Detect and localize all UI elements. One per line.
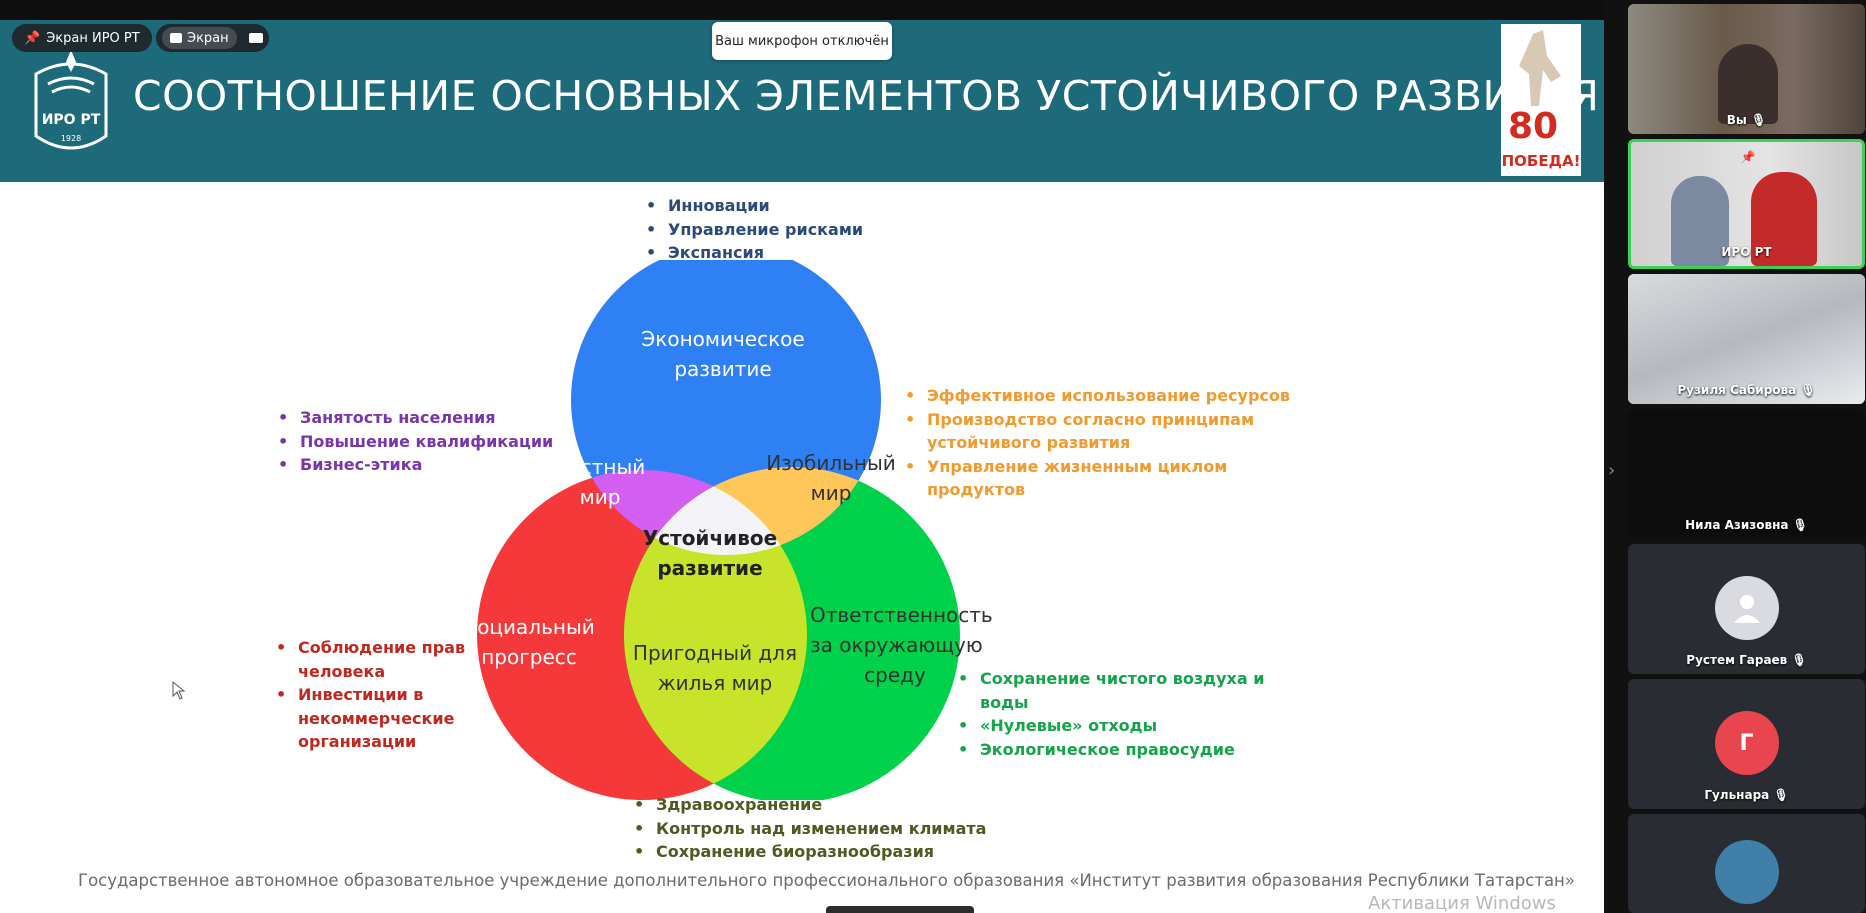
avatar-photo — [1714, 840, 1779, 904]
mouse-cursor-icon — [172, 681, 186, 700]
participant-name: Нила Азизовна 🎙 — [1685, 518, 1808, 532]
camera-icon[interactable] — [248, 33, 263, 43]
social-bullets: Соблюдение прав человека Инвестиции в не… — [276, 636, 465, 754]
pinned-screen-chip[interactable]: 📌 Экран ИРО РТ — [12, 24, 152, 52]
participant-name: Рузиля Сабирова 🎙 — [1677, 383, 1816, 397]
venn-svg — [477, 245, 960, 803]
participant-tile-you[interactable]: Вы 🎙 — [1628, 4, 1865, 134]
mic-off-icon: 🎙 — [1791, 653, 1807, 667]
iro-logo-year: 1928 — [61, 134, 81, 143]
screen-share-icon — [170, 33, 182, 43]
avatar-letter: Г — [1714, 711, 1779, 775]
pin-icon: 📌 — [24, 30, 41, 46]
top-bar — [0, 0, 1604, 20]
environment-bullets: Сохранение чистого воздуха и воды «Нулев… — [958, 667, 1264, 761]
participant-person — [1671, 176, 1729, 266]
slide-title: СООТНОШЕНИЕ ОСНОВНЫХ ЭЛЕМЕНТОВ УСТОЙЧИВО… — [133, 72, 1600, 120]
collapse-panel-icon[interactable]: › — [1608, 460, 1616, 481]
pinned-screen-label: Экран ИРО РТ — [46, 30, 140, 46]
mic-off-icon: 🎙 — [1773, 788, 1789, 802]
participant-tile-gulnara[interactable]: Г Гульнара 🎙 — [1628, 679, 1865, 809]
participant-tile-photo[interactable] — [1628, 814, 1865, 913]
iro-logo-text: ИРО РТ — [42, 112, 101, 128]
avatar-placeholder-icon — [1714, 576, 1779, 640]
victory-text: ПОБЕДА! — [1503, 152, 1579, 170]
screen-share-label: Экран — [187, 30, 229, 46]
pin-icon: 📌 — [1740, 150, 1756, 164]
participant-name: Рустем Гараев 🎙 — [1686, 653, 1807, 667]
mic-off-icon: 🎙 — [1750, 113, 1767, 127]
participant-person — [1718, 44, 1778, 124]
windows-activation-watermark: Активация Windows — [1368, 893, 1556, 913]
participant-person — [1751, 172, 1817, 266]
participants-panel: › Вы 🎙 📌 ИРО РТ Рузиля Сабирова 🎙 Нила А… — [1604, 0, 1866, 913]
participant-tile-rustem[interactable]: Рустем Гараев 🎙 — [1628, 544, 1865, 674]
video-feed — [1628, 274, 1865, 404]
iro-logo: ИРО РТ 1928 — [26, 44, 116, 160]
slide-footer: Государственное автономное образовательн… — [78, 871, 1575, 890]
fair-world-bullets: Занятость населения Повышение квалификац… — [278, 406, 553, 477]
mic-off-icon: 🎙 — [1800, 383, 1816, 397]
victory-80-logo: 80 ПОБЕДА! — [1501, 24, 1581, 176]
economic-bullets: Инновации Управление рисками Экспансия — [646, 194, 863, 265]
participant-tile-ruzilya[interactable]: Рузиля Сабирова 🎙 — [1628, 274, 1865, 404]
mic-off-icon: 🎙 — [1792, 518, 1808, 532]
viable-world-bullets: Эффективное использование ресурсов Произ… — [905, 384, 1290, 502]
participant-name: ИРО РТ — [1721, 245, 1772, 259]
mic-muted-toast: Ваш микрофон отключён — [712, 22, 892, 60]
video-feed — [1631, 142, 1862, 266]
participant-name: Вы 🎙 — [1726, 113, 1767, 127]
victory-number: 80 — [1508, 106, 1558, 147]
shared-screen: ИРО РТ 1928 СООТНОШЕНИЕ ОСНОВНЫХ ЭЛЕМЕНТ… — [0, 0, 1604, 913]
screen-share-button[interactable]: Экран — [162, 27, 237, 49]
participant-tile-nila[interactable]: Нила Азизовна 🎙 — [1628, 409, 1865, 539]
participant-tile-iro-rt[interactable]: 📌 ИРО РТ — [1628, 139, 1865, 269]
sustainable-core-region — [624, 470, 807, 555]
livable-world-bullets: Здравоохранение Контроль над изменением … — [634, 793, 986, 864]
screen-controls: Экран — [156, 24, 269, 52]
participant-name: Гульнара 🎙 — [1704, 788, 1789, 802]
bottom-toolbar-handle[interactable] — [826, 906, 974, 913]
